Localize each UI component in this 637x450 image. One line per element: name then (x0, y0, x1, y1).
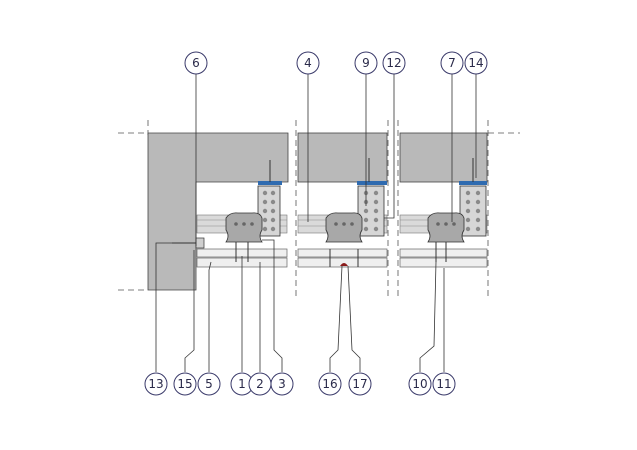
ceiling-anchors (269, 158, 474, 182)
callout-17: 17 (348, 372, 372, 396)
svg-text:5: 5 (205, 377, 213, 391)
clip-right (427, 212, 465, 243)
board-layer-lower-middle (297, 257, 388, 268)
callout-12: 12 (382, 51, 406, 75)
sealing-strip-right (459, 181, 487, 185)
board-layer-upper-middle (297, 248, 388, 258)
board-layer-upper-right (399, 248, 488, 258)
board-layer-lower-right (399, 257, 488, 268)
callout-1: 1 (230, 372, 254, 396)
svg-text:4: 4 (304, 56, 312, 70)
callouts-bottom: 13 15 5 1 2 3 16 17 10 11 (144, 372, 456, 396)
callout-16: 16 (318, 372, 342, 396)
callout-11: 11 (432, 372, 456, 396)
callout-6: 6 (184, 51, 208, 75)
leader-lines (155, 74, 477, 372)
sealing-strip-left (258, 181, 282, 185)
callout-10: 10 (408, 372, 432, 396)
callout-13: 13 (144, 372, 168, 396)
clip-middle (325, 212, 363, 243)
callout-5: 5 (197, 372, 221, 396)
svg-text:14: 14 (468, 56, 483, 70)
callouts-top: 6 4 9 12 7 14 (184, 51, 488, 75)
svg-text:9: 9 (362, 56, 370, 70)
svg-text:13: 13 (148, 377, 163, 391)
break-lines (118, 120, 520, 300)
svg-text:6: 6 (192, 56, 200, 70)
concrete-slab-right (399, 132, 488, 183)
svg-text:10: 10 (412, 377, 427, 391)
sealing-strips (258, 181, 487, 185)
callout-14: 14 (464, 51, 488, 75)
svg-text:15: 15 (177, 377, 192, 391)
callout-7: 7 (440, 51, 464, 75)
sealing-strip-middle (357, 181, 387, 185)
svg-text:3: 3 (278, 377, 286, 391)
concrete-slab-middle (297, 132, 388, 183)
callout-2: 2 (248, 372, 272, 396)
svg-text:1: 1 (238, 377, 246, 391)
callout-15: 15 (173, 372, 197, 396)
joint-filler-mark (340, 263, 348, 266)
callout-4: 4 (296, 51, 320, 75)
svg-text:7: 7 (448, 56, 456, 70)
svg-text:17: 17 (352, 377, 367, 391)
svg-text:12: 12 (386, 56, 401, 70)
svg-text:16: 16 (322, 377, 337, 391)
callout-9: 9 (354, 51, 378, 75)
clip-left (225, 212, 263, 243)
svg-text:2: 2 (256, 377, 264, 391)
hanger-left (257, 185, 281, 237)
svg-text:11: 11 (436, 377, 451, 391)
board-screws (235, 242, 447, 267)
callout-3: 3 (270, 372, 294, 396)
clip-profiles (225, 212, 465, 243)
board-layer-upper-left (196, 248, 288, 258)
